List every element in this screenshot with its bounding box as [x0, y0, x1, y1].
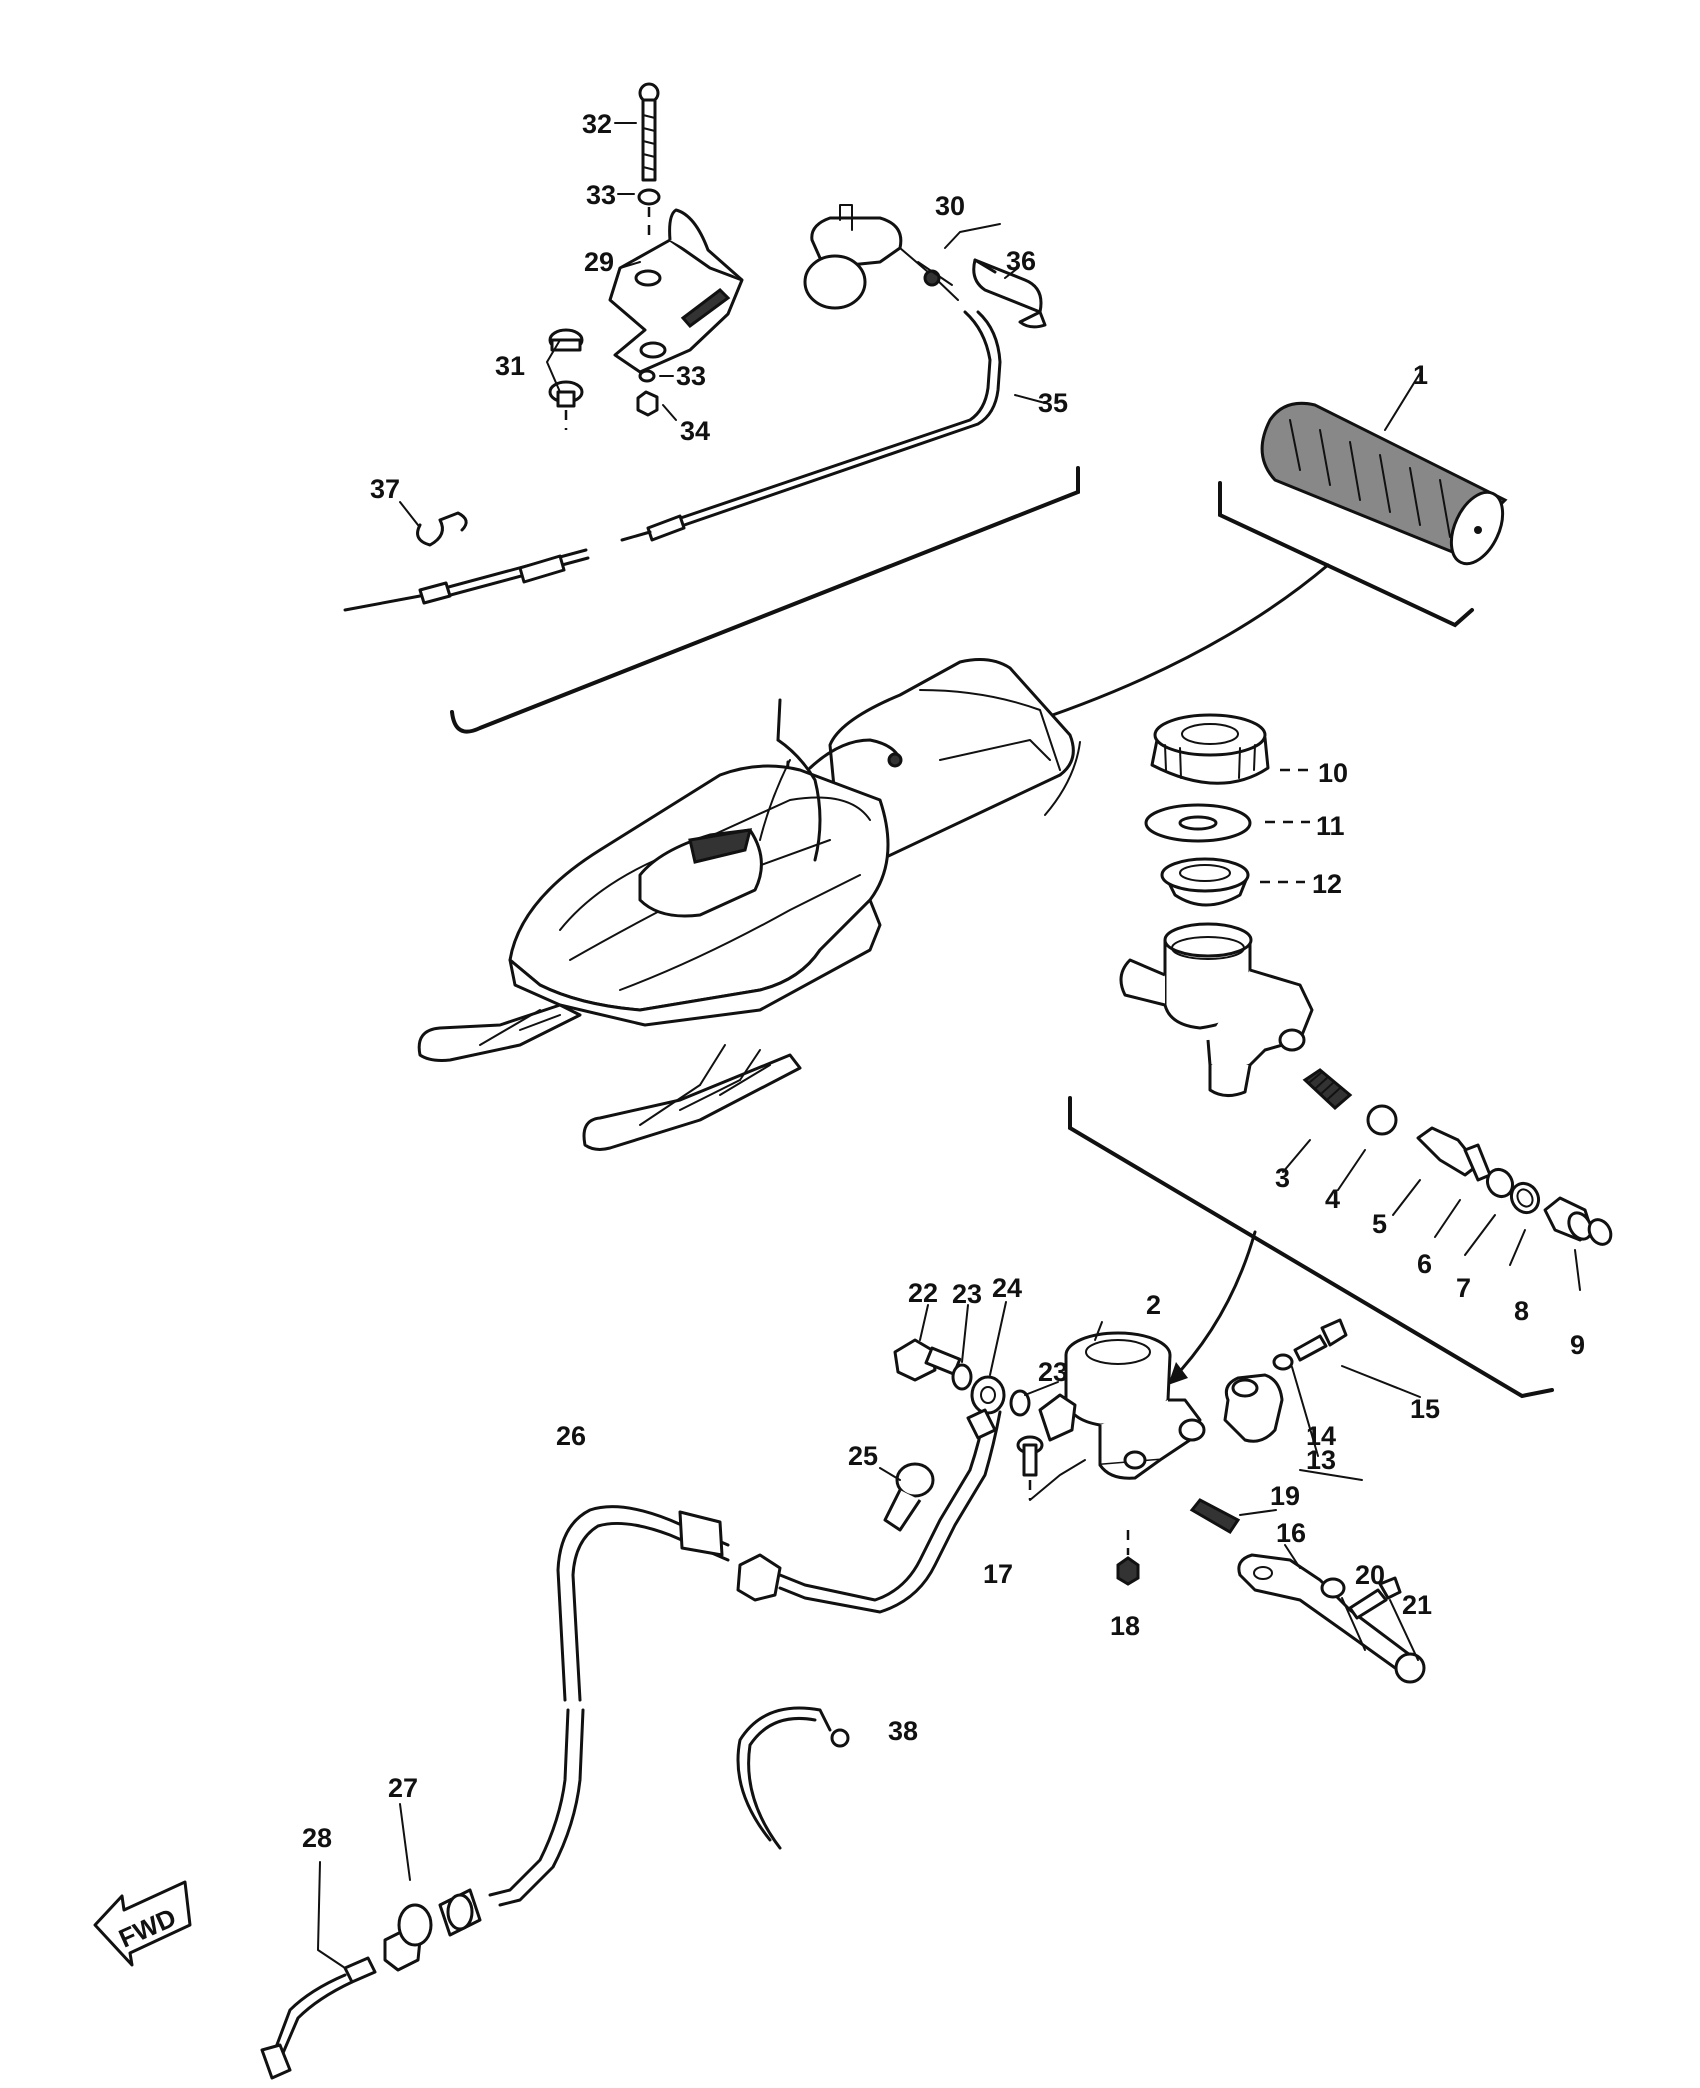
hose-clamp-25 — [883, 1462, 935, 1532]
callout-12: 12 — [1312, 869, 1342, 899]
washer-33-lower — [638, 369, 656, 383]
callout-9: 9 — [1570, 1330, 1585, 1360]
grommet-31-lower — [548, 380, 584, 430]
callout-24: 24 — [992, 1273, 1022, 1303]
throttle-cable-35 — [343, 310, 1002, 612]
callout-34: 34 — [680, 416, 710, 446]
callout-19: 19 — [1270, 1481, 1300, 1511]
spring-19 — [1189, 1498, 1241, 1535]
clip-9 — [1587, 1218, 1613, 1246]
callout-3: 3 — [1275, 1163, 1290, 1193]
master-cylinder-body — [1119, 922, 1314, 1097]
throttle-housing-30 — [803, 204, 959, 310]
pivot-pin-17 — [1016, 1435, 1044, 1500]
clip-36 — [972, 258, 1047, 329]
callout-31: 31 — [495, 351, 525, 381]
callout-29: 29 — [584, 247, 614, 277]
callout-13: 13 — [1306, 1445, 1336, 1475]
callout-18: 18 — [1110, 1611, 1140, 1641]
callout-38: 38 — [888, 1716, 918, 1746]
callout-4: 4 — [1325, 1184, 1340, 1214]
callout-2: 2 — [1146, 1290, 1161, 1320]
callout-27: 27 — [388, 1773, 418, 1803]
banjo-bolt-22 — [893, 1338, 962, 1382]
callout-8: 8 — [1514, 1296, 1529, 1326]
callout-1: 1 — [1413, 360, 1428, 390]
cup-7 — [1509, 1181, 1541, 1215]
callout-6: 6 — [1417, 1249, 1432, 1279]
callout-30: 30 — [935, 191, 965, 221]
callout-32: 32 — [582, 109, 612, 139]
spring-3 — [1302, 1068, 1353, 1111]
ball-4 — [1366, 1104, 1398, 1136]
diaphragm-plate-11 — [1144, 803, 1252, 843]
callout-36: 36 — [1006, 246, 1036, 276]
cup-6 — [1485, 1167, 1515, 1199]
washer-23-right — [1009, 1389, 1031, 1417]
washer-33-top — [637, 188, 661, 238]
collar-20 — [1320, 1577, 1346, 1599]
bracket-grip-group — [1218, 481, 1474, 628]
callout-16: 16 — [1276, 1518, 1306, 1548]
callout-11: 11 — [1316, 811, 1345, 841]
callout-20: 20 — [1355, 1560, 1385, 1590]
brake-line-28 — [260, 1956, 377, 2080]
handlebar-grip-1 — [1260, 401, 1508, 566]
callout-33b: 33 — [676, 361, 706, 391]
bracket-master-cylinder-group — [1068, 1096, 1554, 1399]
callout-26: 26 — [556, 1421, 586, 1451]
brake-hose-upper — [736, 1408, 1002, 1614]
callout-21: 21 — [1402, 1590, 1432, 1620]
master-cylinder-2 — [1038, 1331, 1206, 1480]
clip-37 — [416, 511, 468, 547]
callout-labels: 1 2 3 4 5 6 7 8 9 10 11 12 13 14 15 16 1… — [302, 109, 1585, 1853]
callout-28: 28 — [302, 1823, 332, 1853]
banjo-union-24 — [970, 1375, 1006, 1415]
callout-23b: 23 — [1038, 1357, 1068, 1387]
callout-7: 7 — [1456, 1273, 1471, 1303]
washer-14 — [1272, 1353, 1294, 1371]
fwd-direction-arrow: FWD — [93, 1880, 192, 1967]
fitting-27 — [383, 1888, 482, 1972]
callout-33a: 33 — [586, 180, 616, 210]
bolt-32 — [638, 82, 660, 182]
piston-5 — [1416, 1126, 1492, 1182]
callout-35: 35 — [1038, 388, 1068, 418]
callout-15: 15 — [1410, 1394, 1440, 1424]
callout-10: 10 — [1318, 758, 1348, 788]
bracket-29 — [608, 208, 744, 374]
hose-clip-38 — [736, 1706, 850, 1850]
bolt-15 — [1293, 1318, 1348, 1362]
callout-14: 14 — [1306, 1421, 1336, 1451]
callout-25: 25 — [848, 1441, 878, 1471]
diaphragm-12 — [1160, 857, 1250, 907]
brake-hose-26 — [488, 1505, 730, 1907]
arrow-master-to-machine — [1168, 1230, 1257, 1384]
bolt-21 — [1348, 1576, 1402, 1620]
bracket-cable-group — [450, 466, 1080, 734]
callout-37: 37 — [370, 474, 400, 504]
snowmobile-illustration — [417, 658, 1075, 1151]
callout-22: 22 — [908, 1278, 938, 1308]
boot-8 — [1543, 1196, 1594, 1242]
nut-18 — [1116, 1556, 1140, 1586]
callout-23a: 23 — [952, 1279, 982, 1309]
washer-23-left — [951, 1363, 973, 1391]
callout-5: 5 — [1372, 1209, 1387, 1239]
nut-34 — [636, 390, 659, 417]
clamp-13 — [1223, 1373, 1284, 1443]
brake-lever-16 — [1237, 1553, 1426, 1684]
callout-17: 17 — [983, 1559, 1013, 1589]
reservoir-cap-10 — [1150, 713, 1270, 785]
